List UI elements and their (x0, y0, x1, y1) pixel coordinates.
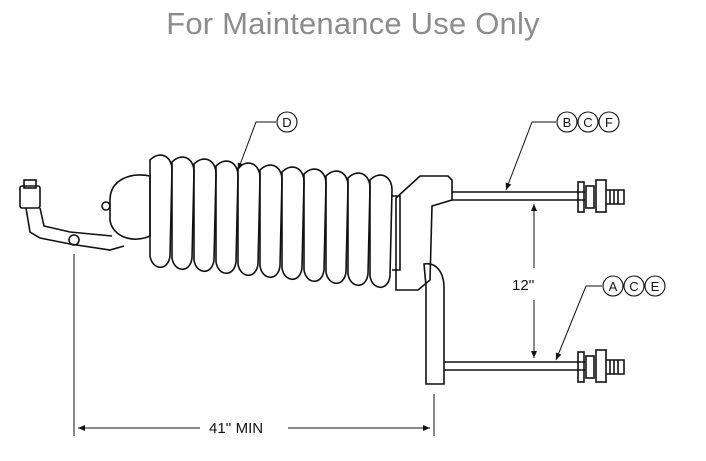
dimension-12-label: 12'' (512, 277, 535, 294)
svg-text:F: F (605, 115, 613, 130)
svg-text:C: C (629, 279, 638, 294)
upper-stud-hardware (577, 179, 625, 213)
insulator-housing (101, 154, 401, 289)
terminal-clamp (19, 179, 125, 251)
svg-text:A: A (609, 279, 618, 294)
dimension-41-label: 41'' MIN (209, 420, 263, 437)
callout-bcf: B C F (556, 111, 620, 133)
page-title: For Maintenance Use Only (166, 6, 540, 41)
lower-stud-hardware (577, 349, 625, 383)
svg-text:B: B (563, 115, 572, 130)
leader-d (237, 121, 276, 171)
callout-ace: A C E (602, 275, 666, 297)
svg-text:E: E (651, 279, 660, 294)
leader-bcf (505, 121, 556, 191)
mounting-bracket (395, 175, 585, 385)
horizontal-dimension (73, 254, 435, 436)
leader-ace (555, 285, 602, 361)
callout-d: D (276, 111, 298, 133)
svg-text:C: C (583, 115, 592, 130)
svg-text:D: D (282, 115, 291, 130)
